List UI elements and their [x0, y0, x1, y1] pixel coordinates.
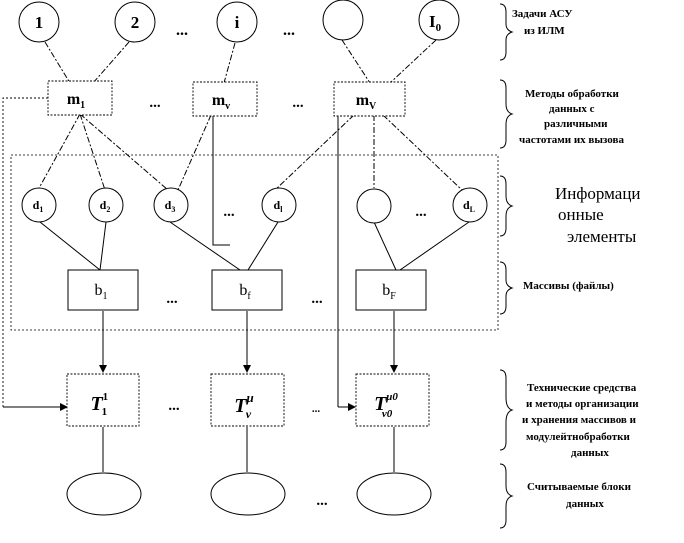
- methods-ellipsis-2: ...: [292, 95, 304, 111]
- side-labels: Задачи АСУ из ИЛМ Методы обработки данны…: [512, 8, 641, 510]
- method-box-mV: [333, 81, 406, 117]
- label-tasks-line1: Задачи АСУ: [512, 8, 573, 20]
- block-ellipse-2: [210, 472, 286, 516]
- brace-arrays: [499, 261, 514, 315]
- arrays-row: b1 ... bf ... bF: [67, 269, 427, 311]
- label-blocks-line2: данных: [566, 498, 604, 510]
- label-tech-line4: модулейтнобработки: [526, 431, 631, 443]
- blocks-row: ...: [66, 472, 432, 516]
- array-box-bF: [355, 269, 427, 311]
- task-ellipsis-2: ...: [283, 22, 295, 39]
- brace-tech: [499, 369, 514, 451]
- side-braces: [499, 3, 514, 529]
- label-blocks-line1: Считываемые блоки: [527, 481, 632, 493]
- task-1-label: 1: [35, 13, 44, 32]
- arrays-ellipsis-2: ...: [311, 291, 323, 307]
- elements-ellipsis-1: ...: [223, 204, 235, 220]
- label-tech-line5: данных: [571, 447, 609, 459]
- brace-methods: [499, 79, 514, 149]
- tech-box-t1: [66, 373, 140, 427]
- label-tech-line3: и хранения массивов и: [522, 414, 637, 426]
- task-circle-empty: [322, 0, 364, 41]
- info-array-region: [10, 154, 499, 331]
- method-mV-label: mV: [356, 92, 377, 112]
- arrays-ellipsis-1: ...: [166, 291, 178, 307]
- methods-row: m1 ... mv ... mV: [47, 80, 406, 117]
- method-mv-label: mv: [212, 92, 230, 112]
- element-dl-label: dl: [274, 198, 284, 214]
- blocks-ellipsis: ...: [316, 493, 328, 509]
- tech-box-tv: [210, 373, 285, 427]
- label-tech-line1: Технические средства: [527, 382, 637, 394]
- element-dL-label: dL: [463, 198, 475, 214]
- element-circle-d1: [21, 187, 57, 223]
- element-d3-label: d3: [165, 198, 176, 214]
- method-m1-label: m1: [67, 91, 85, 111]
- task-circle-2: [114, 1, 156, 43]
- array-b1-label: b1: [95, 282, 108, 302]
- task-ellipsis-1: ...: [176, 22, 188, 39]
- method-box-m1: [47, 80, 113, 116]
- label-info-line2: онные: [558, 205, 604, 224]
- block-ellipse-1: [66, 472, 142, 516]
- label-info-line1: Информаци: [555, 184, 641, 203]
- task-circle-1: [18, 1, 60, 43]
- array-box-b1: [67, 269, 139, 311]
- label-arrays: Массивы (файлы): [523, 280, 614, 292]
- label-tasks-line2: из ИЛМ: [524, 25, 565, 37]
- brace-tasks: [499, 3, 514, 61]
- task-i-label: i: [235, 13, 240, 32]
- m1-to-t1-link: [2, 97, 48, 407]
- element-circle-d2: [88, 187, 124, 223]
- brace-info: [499, 175, 514, 237]
- array-box-bf: [211, 269, 283, 311]
- tech-box-tv0: [355, 373, 430, 427]
- label-methods-line1: Методы обработки: [525, 88, 620, 100]
- task-circle-I0: [418, 0, 460, 41]
- label-methods-line4: частотами их вызова: [519, 134, 624, 146]
- element-d2-label: d2: [100, 198, 111, 214]
- label-methods-line2: данных с: [549, 103, 595, 115]
- task-I0-label: I0: [429, 12, 442, 34]
- array-tech-arrows: [99, 311, 398, 373]
- task-2-label: 2: [131, 13, 140, 32]
- element-circle-d3: [153, 187, 189, 223]
- mv-to-bf-link: [212, 115, 230, 246]
- element-circle-empty: [356, 188, 392, 224]
- label-tech-line2: и методы организации: [526, 398, 639, 410]
- methods-ellipsis-1: ...: [149, 95, 161, 111]
- method-box-mv: [192, 81, 258, 117]
- task-circle-i: [216, 1, 258, 43]
- label-info-line3: элементы: [567, 227, 637, 246]
- elements-ellipsis-2: ...: [415, 204, 427, 220]
- tech-ellipsis-2: ...: [312, 403, 321, 415]
- brace-blocks: [499, 463, 514, 529]
- task-method-links: [44, 39, 437, 84]
- tech-block-links: [102, 427, 395, 472]
- element-circle-dL: [452, 187, 488, 223]
- tech-ellipsis-1: ...: [168, 398, 180, 414]
- info-elements-row: d1 d2 d3 ... dl ... dL: [21, 187, 488, 224]
- method-element-links: [37, 113, 463, 191]
- array-bf-label: bf: [239, 282, 251, 302]
- array-bF-label: bF: [382, 282, 396, 302]
- task-row: 1 2 ... i ... I0: [18, 0, 460, 43]
- element-circle-dl: [261, 187, 297, 223]
- element-array-links: [39, 221, 470, 271]
- block-ellipse-3: [356, 472, 432, 516]
- label-methods-line3: различными: [544, 118, 608, 130]
- element-d1-label: d1: [33, 198, 44, 214]
